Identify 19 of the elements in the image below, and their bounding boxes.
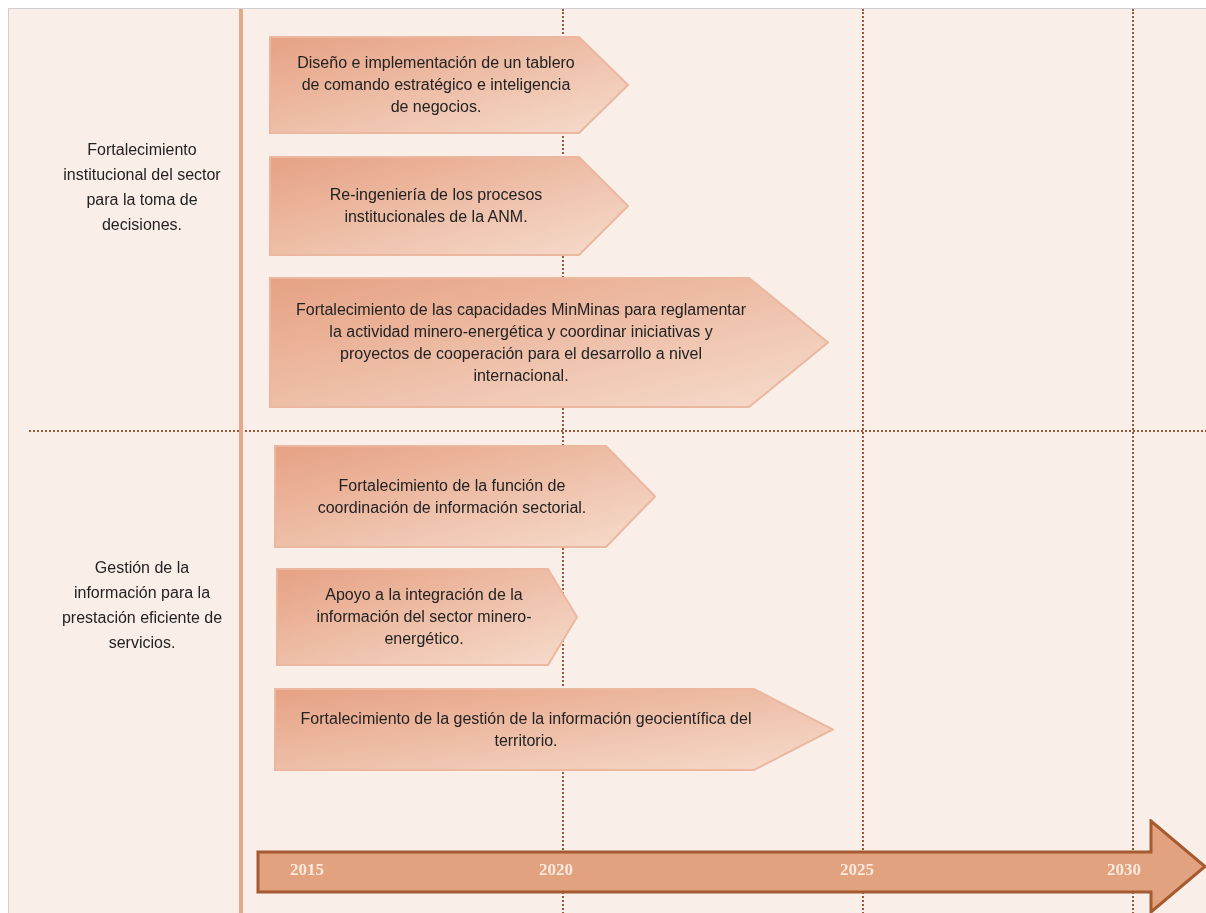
- year-label: 2030: [1107, 860, 1141, 880]
- pentagon-banner: [269, 36, 629, 134]
- pentagon-banner: [269, 277, 829, 408]
- pentagon-banner: [274, 688, 834, 771]
- timeline-bar: [256, 819, 1206, 913]
- pentagon-banner: [276, 568, 578, 666]
- year-label: 2025: [840, 860, 874, 880]
- pentagon-banner: [274, 445, 656, 548]
- initiative-text: Fortalecimiento de la gestión de la información geocientífica del territorio.: [300, 708, 752, 751]
- year-label: 2015: [290, 860, 324, 880]
- pentagon-banner: [269, 156, 629, 256]
- row-heading: Gestión de la información para la prestación eficiente de servicios.: [60, 558, 224, 653]
- initiative-text: Diseño e implementación de un tablero de comando estratégico e inteligencia de negocios.: [296, 53, 576, 117]
- initiative-text: Fortalecimiento de las capacidades MinMinas para reglamentar la actividad minero-energética y coordinar iniciativas y proyectos de cooperación para el desarrollo a nivel internacional.: [295, 299, 747, 386]
- initiative-text: Fortalecimiento de la función de coordinación de información sectorial.: [316, 475, 588, 518]
- row-heading: Fortalecimiento institucional del sector para la toma de decisiones.: [62, 140, 222, 235]
- year-label: 2020: [539, 860, 573, 880]
- initiative-text: Apoyo a la integración de la información del sector minero-energético.: [315, 585, 533, 649]
- initiative-text: Re-ingeniería de los procesos institucionales de la ANM.: [328, 185, 544, 227]
